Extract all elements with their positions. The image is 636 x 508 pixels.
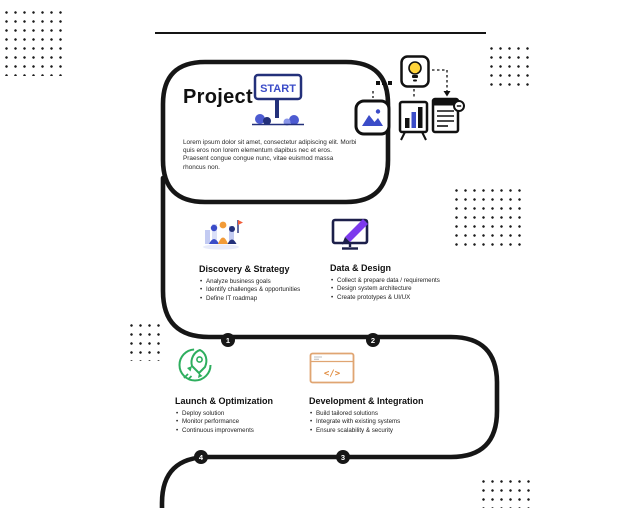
start-sign-icon: START	[248, 70, 308, 131]
step-title-development-integration: Development & Integration	[309, 396, 424, 406]
ellipsis-squares-icon	[376, 81, 392, 85]
bullet-item: Continuous improvements	[175, 427, 310, 436]
dot-grid-left-middle	[127, 321, 164, 361]
bullet-item: Define IT roadmap	[199, 295, 327, 304]
bullet-item: Analyze business goals	[199, 278, 327, 287]
start-sign-label: START	[260, 83, 296, 95]
code-glyph: </>	[324, 369, 341, 379]
page-title: Project	[183, 86, 253, 108]
bullet-item: Identify challenges & opportunities	[199, 286, 327, 295]
dot-grid-right-middle	[452, 186, 524, 247]
data-design-icon	[330, 217, 480, 256]
bullet-item: Build tailored solutions	[309, 410, 469, 419]
step-title-data-design: Data & Design	[330, 263, 392, 273]
bullet-item: Deploy solution	[175, 410, 310, 419]
bullet-item: Collect & prepare data / requirements	[330, 277, 480, 286]
image-icon	[354, 99, 391, 141]
step-section-data-design: Data & Design Collect & prepare data / r…	[330, 217, 480, 303]
step-title-discovery-strategy: Discovery & Strategy	[199, 264, 290, 274]
bullet-item: Design system architecture	[330, 285, 480, 294]
bar-chart-icon	[396, 98, 431, 147]
step-marker-1: 1	[221, 333, 235, 347]
top-divider-line	[155, 32, 486, 34]
dot-grid-top-left	[2, 8, 64, 76]
step-section-launch-optimization: Launch & Optimization Deploy solution Mo…	[175, 344, 310, 436]
step-marker-4: 4	[194, 450, 208, 464]
step-title-launch-optimization: Launch & Optimization	[175, 396, 273, 406]
intro-paragraph: Lorem ipsum dolor sit amet, consectetur …	[183, 139, 357, 171]
discovery-strategy-icon	[199, 216, 327, 257]
dot-grid-bottom-right	[479, 477, 533, 508]
bullet-item: Monitor performance	[175, 418, 310, 427]
code-window-icon: </>	[309, 352, 469, 389]
idea-lightbulb-icon	[400, 55, 430, 93]
bullet-item: Ensure scalability & security	[309, 427, 469, 436]
step-section-development-integration: </> Development & Integration Build tail…	[309, 352, 469, 436]
checklist-icon	[430, 96, 465, 140]
rocket-icon	[175, 344, 310, 389]
bullet-item: Create prototypes & UI/UX	[330, 294, 480, 303]
bullet-item: Integrate with existing systems	[309, 418, 469, 427]
dot-grid-top-right	[487, 44, 533, 90]
step-section-discovery-strategy: Discovery & Strategy Analyze business go…	[199, 216, 327, 304]
step-marker-3: 3	[336, 450, 350, 464]
step-marker-2: 2	[366, 333, 380, 347]
